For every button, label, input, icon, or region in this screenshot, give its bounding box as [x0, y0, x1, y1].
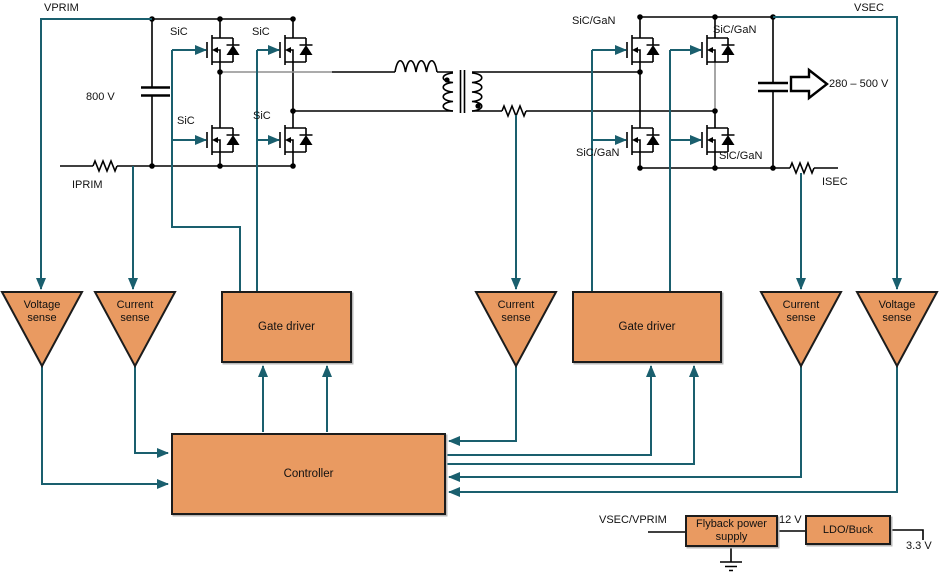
vsec-label: VSEC — [854, 2, 884, 14]
flyback-power-supply-block: Flyback power supply — [685, 515, 778, 547]
rail-3v3-label: 3.3 V — [906, 540, 932, 552]
device-label-q4: SiC — [253, 110, 271, 122]
device-label-q1: SiC — [170, 26, 188, 38]
output-range-label: 280 – 500 V — [829, 78, 889, 90]
flyback-label-line2: supply — [715, 531, 748, 543]
iprim-label: IPRIM — [72, 179, 103, 191]
vsec-sense-line — [773, 16, 902, 290]
current-sense2-to-controller — [448, 366, 517, 446]
ldo-buck-label: LDO/Buck — [822, 523, 874, 536]
bus-voltage-label: 800 V — [86, 91, 115, 103]
polarity-dot-primary — [444, 77, 450, 83]
polarity-dot-secondary — [475, 103, 481, 109]
isec-label: ISEC — [822, 176, 848, 188]
rail-12v-label: 12 V — [779, 514, 802, 526]
device-label-q3: SiC — [177, 115, 195, 127]
mosfet-primary-top-right — [279, 34, 314, 66]
mosfet-secondary-top-left — [626, 34, 661, 66]
gate-driver-primary-label: Gate driver — [258, 320, 315, 333]
output-voltage-arrow — [789, 67, 829, 101]
ground-symbol — [720, 561, 742, 572]
device-label-q7: SiC/GaN — [576, 147, 620, 159]
voltage-sense2-to-controller — [448, 366, 898, 497]
vprim-label: VPRIM — [44, 2, 79, 14]
mosfet-primary-top-left — [206, 34, 241, 66]
voltage-sense-secondary-block — [855, 291, 939, 369]
mosfets — [206, 34, 736, 156]
sense-triangles — [0, 291, 939, 369]
device-label-q5: SiC/GaN — [572, 15, 616, 27]
gate-driver-secondary-label: Gate driver — [618, 320, 676, 333]
series-inductor — [394, 59, 438, 73]
current-sense-primary-block — [93, 291, 177, 369]
controller-block: Controller — [171, 433, 446, 515]
current-sense3-to-controller — [448, 366, 802, 482]
mosfet-primary-bottom-right — [279, 124, 314, 156]
current-sense1-to-controller — [134, 366, 169, 458]
voltage-sense1-to-controller — [41, 366, 169, 489]
mosfet-primary-bottom-left — [206, 124, 241, 156]
current-sense-tank-block — [474, 291, 558, 369]
sense-signal-lines — [36, 16, 902, 497]
secondary-bridge-wires — [472, 16, 838, 176]
aux-power-wires — [648, 529, 924, 572]
controller-label: Controller — [283, 467, 334, 480]
gate-signal-lines — [171, 45, 702, 465]
current-sense-primary-label: Current sense — [116, 299, 154, 324]
gate-driver-secondary-block: Gate driver — [572, 291, 722, 363]
transformer — [394, 59, 483, 113]
device-label-q6: SiC/GaN — [713, 24, 757, 36]
ldo-buck-block: LDO/Buck — [805, 515, 891, 545]
voltage-sense-secondary-label: Voltage sense — [878, 299, 916, 324]
current-sense-secondary-block — [759, 291, 843, 369]
mosfet-secondary-top-right — [701, 34, 736, 66]
device-label-q8: SiC/GaN — [719, 150, 763, 162]
flyback-label-line1: Flyback power — [696, 518, 767, 530]
gate-driver-primary-block: Gate driver — [221, 291, 352, 363]
voltage-sense-primary-block — [0, 291, 84, 369]
junction-dots — [149, 14, 776, 171]
voltage-sense-primary-label: Voltage sense — [23, 299, 61, 324]
controller-to-gate-driver2-a — [446, 365, 656, 456]
current-sense-tank-label: Current sense — [497, 299, 535, 324]
mosfet-secondary-bottom-left — [626, 124, 661, 156]
controller-to-gate-driver2-b — [446, 365, 699, 465]
current-sense-secondary-label: Current sense — [782, 299, 820, 324]
vprim-sense-line — [36, 18, 152, 290]
device-label-q2: SiC — [252, 26, 270, 38]
aux-input-label: VSEC/VPRIM — [599, 514, 667, 526]
